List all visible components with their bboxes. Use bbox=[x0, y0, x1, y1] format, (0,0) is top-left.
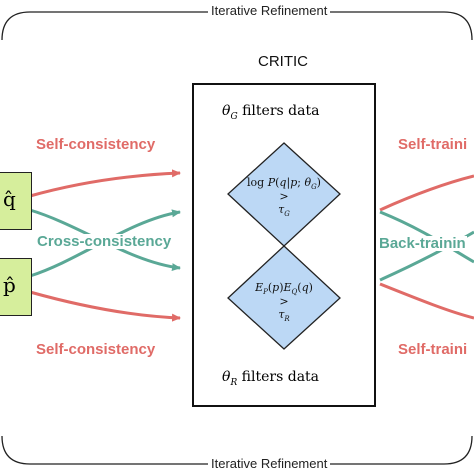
diamond-top-text: log P(q|p; θG) > τG bbox=[234, 176, 334, 219]
passage-box: p̂ bbox=[0, 258, 32, 316]
self-training-top-arrow bbox=[379, 174, 474, 212]
frame-top-label: Iterative Refinement bbox=[208, 4, 331, 17]
self-training-top-label: Self-traini bbox=[398, 136, 468, 153]
frame-bottom-label: Iterative Refinement bbox=[208, 457, 331, 470]
question-box-label: q̂ bbox=[3, 187, 16, 211]
self-training-bottom-arrow bbox=[379, 282, 474, 320]
back-training-label: Back-trainin bbox=[378, 235, 467, 252]
critic-bottom-filter-text: filters data bbox=[241, 369, 320, 385]
critic-title: CRITIC bbox=[258, 53, 308, 70]
question-box: q̂ bbox=[0, 172, 32, 230]
critic-top-filter-label: θG filters data bbox=[222, 103, 320, 122]
diamond-top-line2: > bbox=[279, 190, 289, 204]
self-consistency-bottom-arrow bbox=[29, 290, 181, 322]
self-training-bottom-label: Self-traini bbox=[398, 341, 468, 358]
diamond-bottom-line2: > bbox=[279, 295, 289, 309]
diamond-bottom-text: EP(p)EQ(q) > τR bbox=[234, 281, 334, 324]
critic-top-filter-text: filters data bbox=[242, 103, 320, 119]
critic-box bbox=[192, 83, 376, 407]
passage-box-label: p̂ bbox=[3, 273, 16, 297]
critic-bottom-filter-label: θR filters data bbox=[222, 369, 320, 388]
self-consistency-bottom-label: Self-consistency bbox=[36, 341, 156, 358]
diamond-top-line3: τG bbox=[278, 202, 290, 219]
cross-consistency-label: Cross-consistency bbox=[36, 233, 173, 250]
diamond-retrieval-filter bbox=[227, 245, 341, 350]
diamond-top-line1: log P(q|p; θG) bbox=[247, 176, 321, 192]
diamond-bottom-line3: τR bbox=[278, 307, 290, 324]
self-consistency-top-arrow bbox=[29, 169, 181, 198]
self-consistency-top-label: Self-consistency bbox=[36, 136, 156, 153]
diamond-bottom-line1: EP(p)EQ(q) bbox=[255, 281, 313, 297]
